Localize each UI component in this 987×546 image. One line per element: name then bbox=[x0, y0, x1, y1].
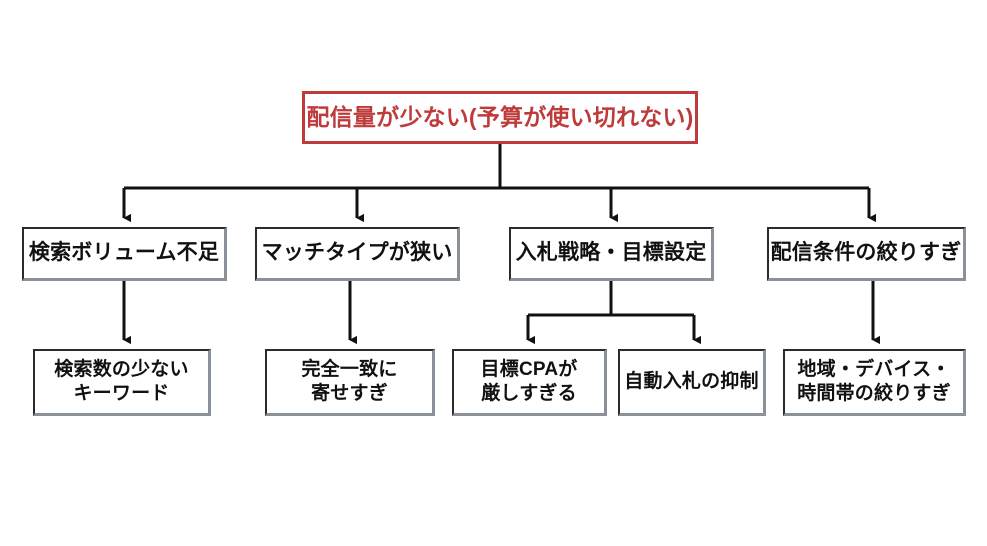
node-geo-device-time-label: 地域・デバイス・ 時間帯の絞りすぎ bbox=[797, 358, 951, 404]
node-match-type-label: マッチタイプが狭い bbox=[261, 241, 453, 265]
node-targeting-label: 配信条件の絞りすぎ bbox=[770, 241, 962, 265]
node-geo-device-time[interactable]: 地域・デバイス・ 時間帯の絞りすぎ bbox=[783, 349, 966, 416]
node-auto-bid-suppression-label: 自動入札の抑制 bbox=[624, 370, 759, 392]
node-root[interactable]: 配信量が少ない(予算が使い切れない) bbox=[302, 91, 698, 144]
node-low-volume-keyword-label: 検索数の少ない キーワード bbox=[54, 358, 189, 404]
node-bid-strategy-label: 入札戦略・目標設定 bbox=[515, 241, 707, 265]
node-match-type[interactable]: マッチタイプが狭い bbox=[255, 227, 460, 281]
node-exact-match-label: 完全一致に 寄せすぎ bbox=[301, 358, 398, 404]
node-root-label: 配信量が少ない(予算が使い切れない) bbox=[306, 103, 694, 130]
node-search-volume[interactable]: 検索ボリューム不足 bbox=[22, 227, 227, 281]
node-target-cpa[interactable]: 目標CPAが 厳しすぎる bbox=[452, 349, 607, 416]
node-low-volume-keyword[interactable]: 検索数の少ない キーワード bbox=[33, 349, 211, 416]
node-bid-strategy[interactable]: 入札戦略・目標設定 bbox=[509, 227, 714, 281]
node-target-cpa-label: 目標CPAが 厳しすぎる bbox=[480, 358, 578, 404]
node-exact-match[interactable]: 完全一致に 寄せすぎ bbox=[265, 349, 435, 416]
node-auto-bid-suppression[interactable]: 自動入札の抑制 bbox=[618, 349, 766, 416]
node-search-volume-label: 検索ボリューム不足 bbox=[28, 241, 220, 265]
node-targeting[interactable]: 配信条件の絞りすぎ bbox=[767, 227, 966, 281]
